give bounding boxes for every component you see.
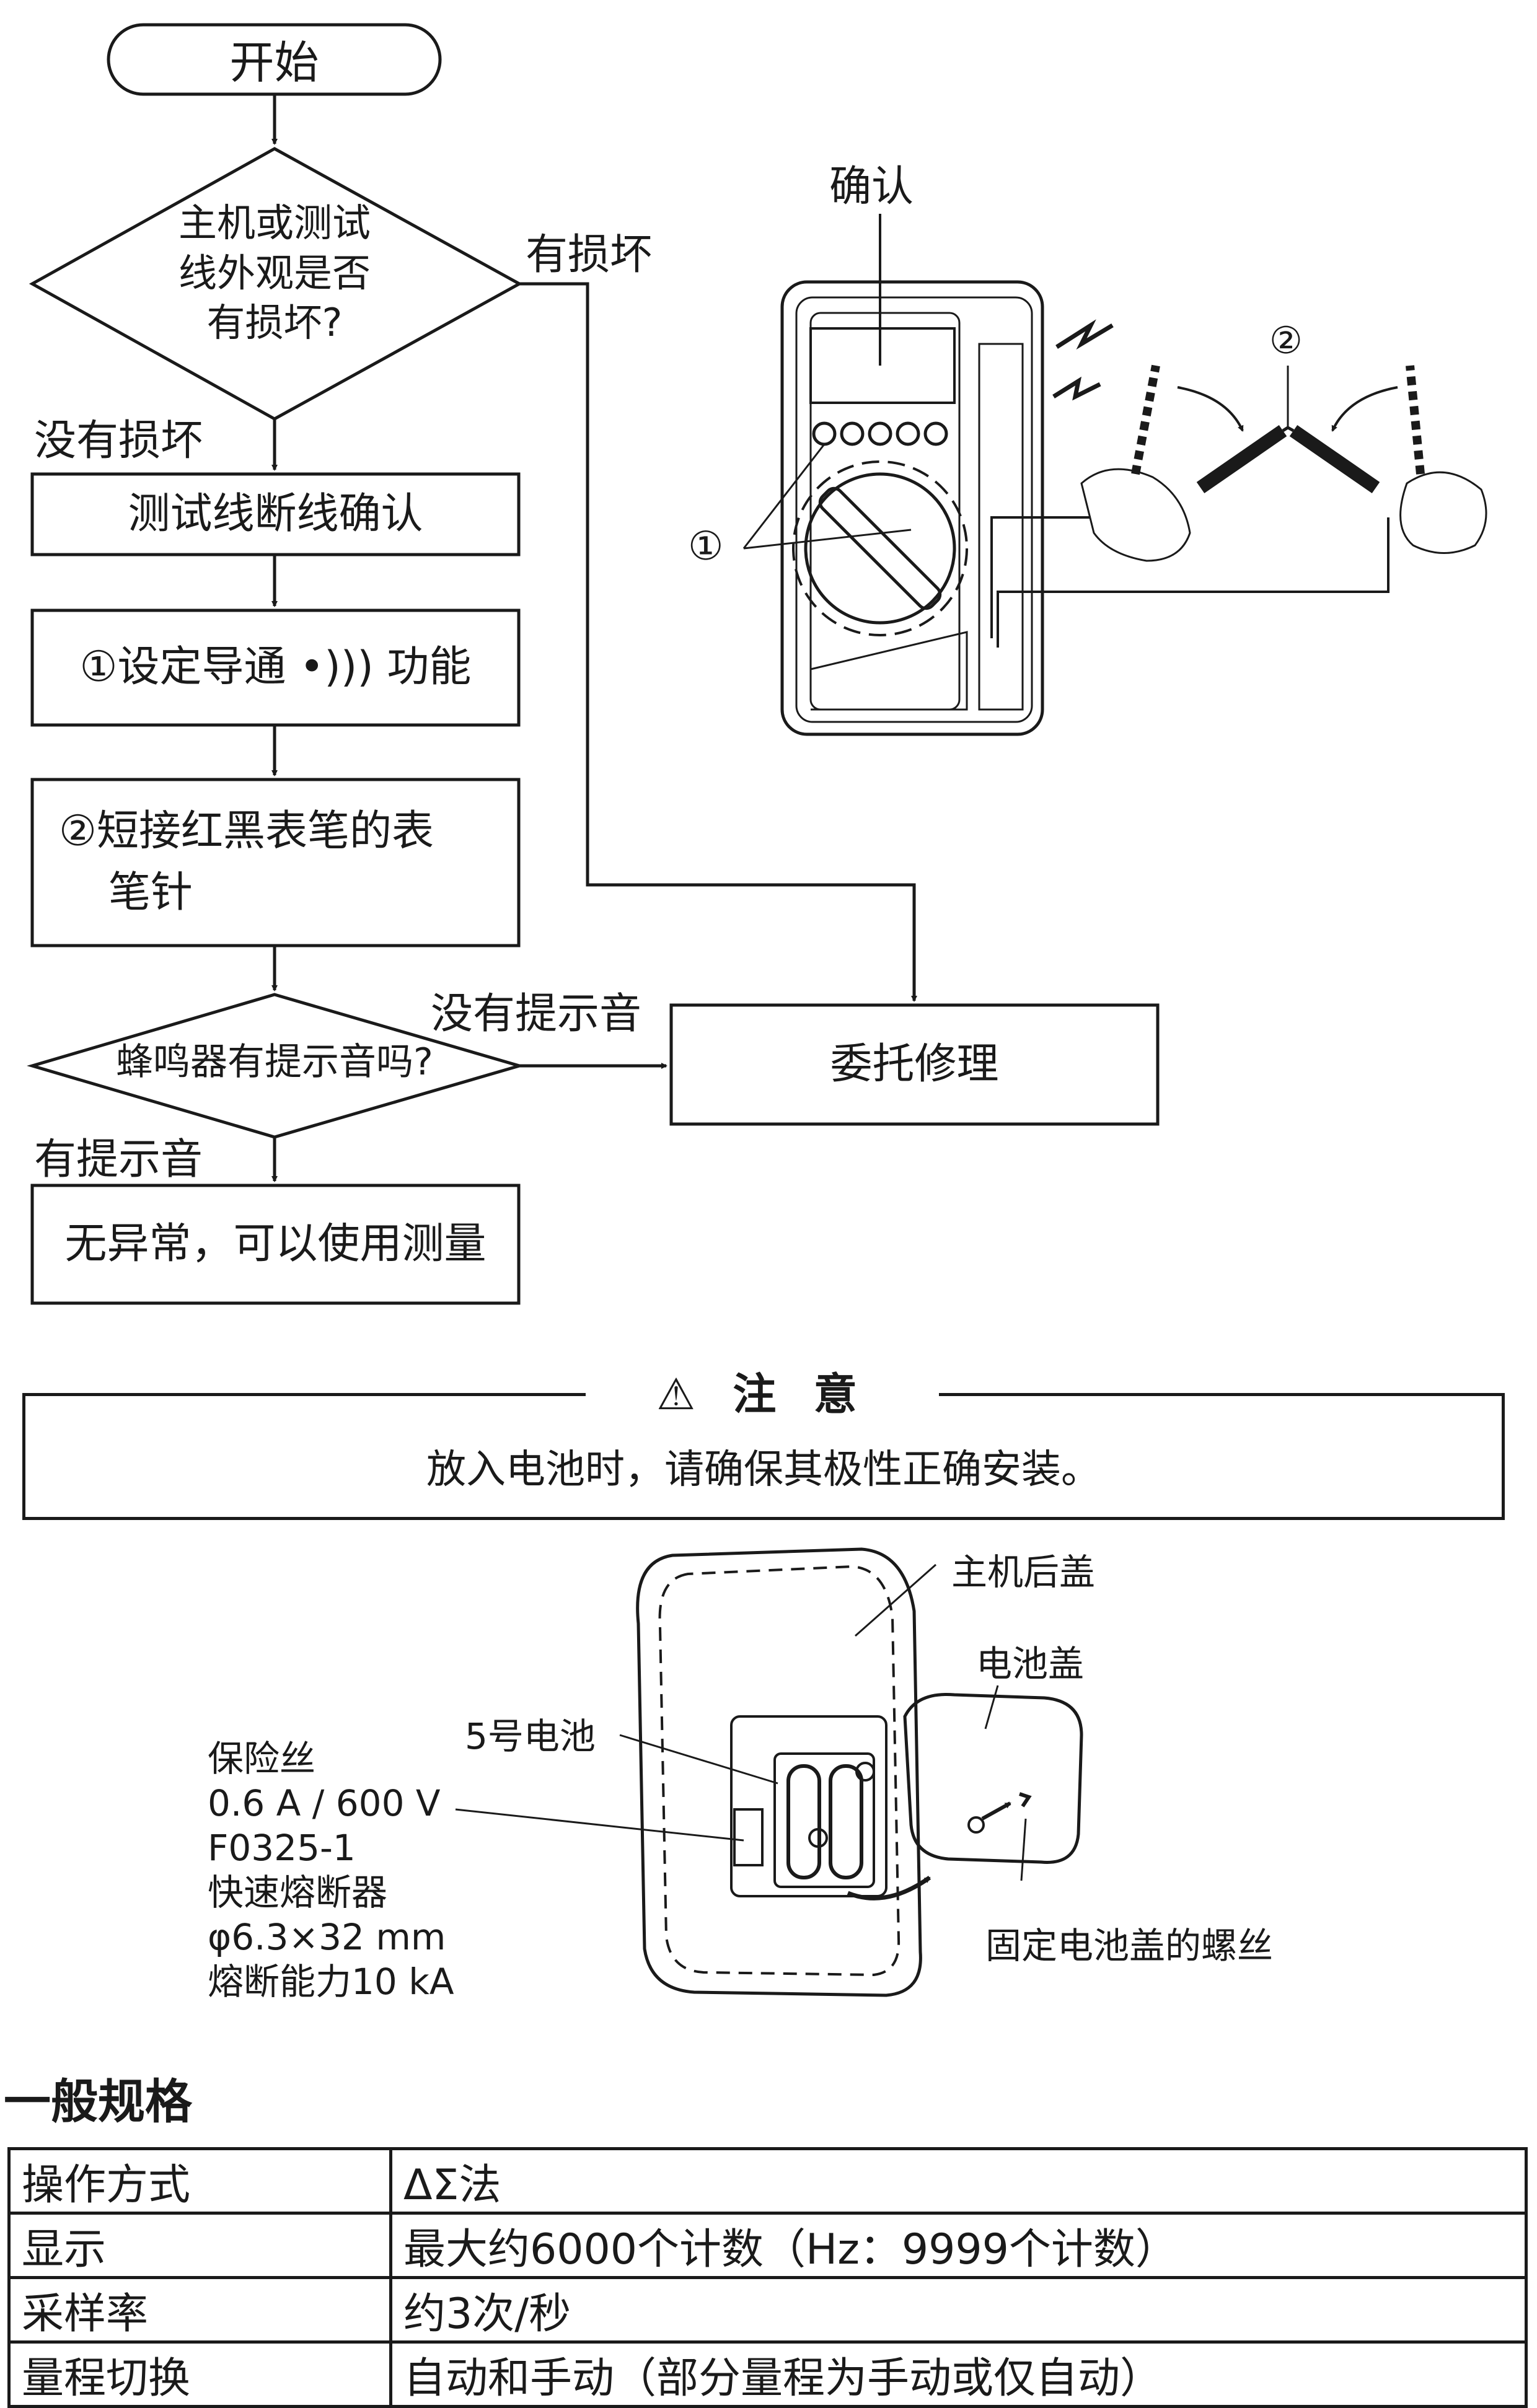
marker-1: ① — [688, 524, 724, 569]
decision-damage-line-1: 主机或测试 — [178, 200, 371, 245]
fuse-line: 0.6 A / 600 V — [208, 1782, 441, 1824]
decision-buzzer-text: 蜂鸣器有提示音吗? — [116, 1040, 433, 1084]
spec-key: 量程切换 — [7, 2340, 392, 2408]
ok-label: 无异常，可以使用测量 — [64, 1219, 487, 1268]
fuse-line: φ6.3×32 mm — [208, 1916, 446, 1958]
spec-key: 采样率 — [7, 2276, 392, 2344]
multimeter-drawing — [742, 214, 1487, 736]
short-probes-line-1: ②短接红黑表笔的表 — [59, 807, 434, 856]
decision-damage-line-3: 有损坏? — [206, 300, 343, 346]
table-row: 操作方式 ΔΣ法 — [7, 2147, 1528, 2215]
specs-table: 操作方式 ΔΣ法 显示 最大约6000个计数（Hz：9999个计数） 采样率 约… — [7, 2147, 1528, 2408]
fuse-line: F0325-1 — [208, 1827, 356, 1869]
repair-label: 委托修理 — [830, 1039, 999, 1089]
ok-box — [30, 1184, 521, 1305]
fuse-spec-block: 保险丝 0.6 A / 600 V F0325-1 快速熔断器 φ6.3×32 … — [208, 1736, 454, 2004]
table-row: 采样率 约3次/秒 — [7, 2276, 1528, 2344]
start-label: 开始 — [229, 37, 319, 89]
battery-drawing — [455, 1547, 1083, 1997]
set-continuity-label: ①设定导通 •))) 功能 — [79, 643, 472, 692]
label-no-beep: 没有提示音 — [431, 990, 642, 1039]
check-leads-label: 测试线断线确认 — [128, 489, 423, 538]
table-row: 显示 最大约6000个计数（Hz：9999个计数） — [7, 2212, 1528, 2279]
decision-damage-text: 主机或测试 线外观是否 有损坏? — [105, 198, 444, 348]
label-beep: 有提示音 — [34, 1135, 203, 1184]
label-damaged: 有损坏 — [526, 231, 653, 279]
marker-2: ② — [1269, 319, 1303, 363]
spec-value: 最大约6000个计数（Hz：9999个计数） — [389, 2212, 1528, 2279]
short-probes-label: ②短接红黑表笔的表 笔针 — [59, 780, 511, 946]
spec-value: ΔΣ法 — [389, 2147, 1528, 2215]
label-not-damaged: 没有损坏 — [34, 416, 203, 465]
rear-cover-label: 主机后盖 — [951, 1551, 1096, 1593]
decision-damage-line-2: 线外观是否 — [178, 250, 371, 296]
screw-label: 固定电池盖的螺丝 — [985, 1925, 1274, 1967]
battery-cover-label: 电池盖 — [976, 1643, 1085, 1685]
battery-label: 5号电池 — [465, 1715, 596, 1757]
confirm-label: 确认 — [829, 162, 914, 211]
spec-value: 自动和手动（部分量程为手动或仅自动） — [389, 2340, 1528, 2408]
fuse-line: 保险丝 — [208, 1738, 316, 1780]
repair-box — [669, 1003, 1160, 1126]
notice-body: 放入电池时，请确保其极性正确安装。 — [426, 1447, 1101, 1493]
notice-title: ⚠ 注 意 — [586, 1363, 939, 1420]
specs-title: 一般规格 — [4, 2074, 192, 2129]
spec-key: 显示 — [7, 2212, 392, 2279]
spec-key: 操作方式 — [7, 2147, 392, 2215]
spec-value: 约3次/秒 — [389, 2276, 1528, 2344]
short-probes-line-2: 笔针 — [108, 868, 193, 917]
table-row: 量程切换 自动和手动（部分量程为手动或仅自动） — [7, 2340, 1528, 2408]
fuse-line: 熔断能力10 kA — [208, 1961, 454, 2003]
fuse-line: 快速熔断器 — [208, 1871, 388, 1914]
